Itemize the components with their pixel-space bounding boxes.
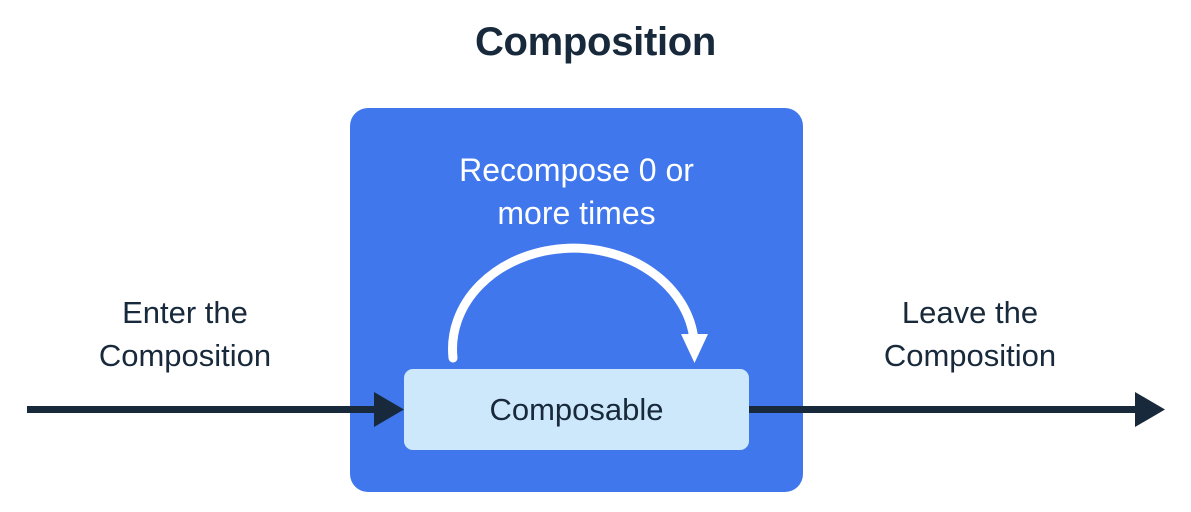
leave-arrow-icon <box>749 392 1165 427</box>
page-title: Composition <box>474 20 717 64</box>
enter-arrow-icon <box>27 392 404 427</box>
leave-composition-label: Leave the Composition <box>883 295 1057 373</box>
composable-node-label: Composable <box>489 391 664 427</box>
composable-node[interactable]: Composable <box>404 369 749 450</box>
enter-composition-label: Enter the Composition <box>98 295 272 373</box>
recompose-caption: Recompose 0 or more times <box>459 152 694 231</box>
